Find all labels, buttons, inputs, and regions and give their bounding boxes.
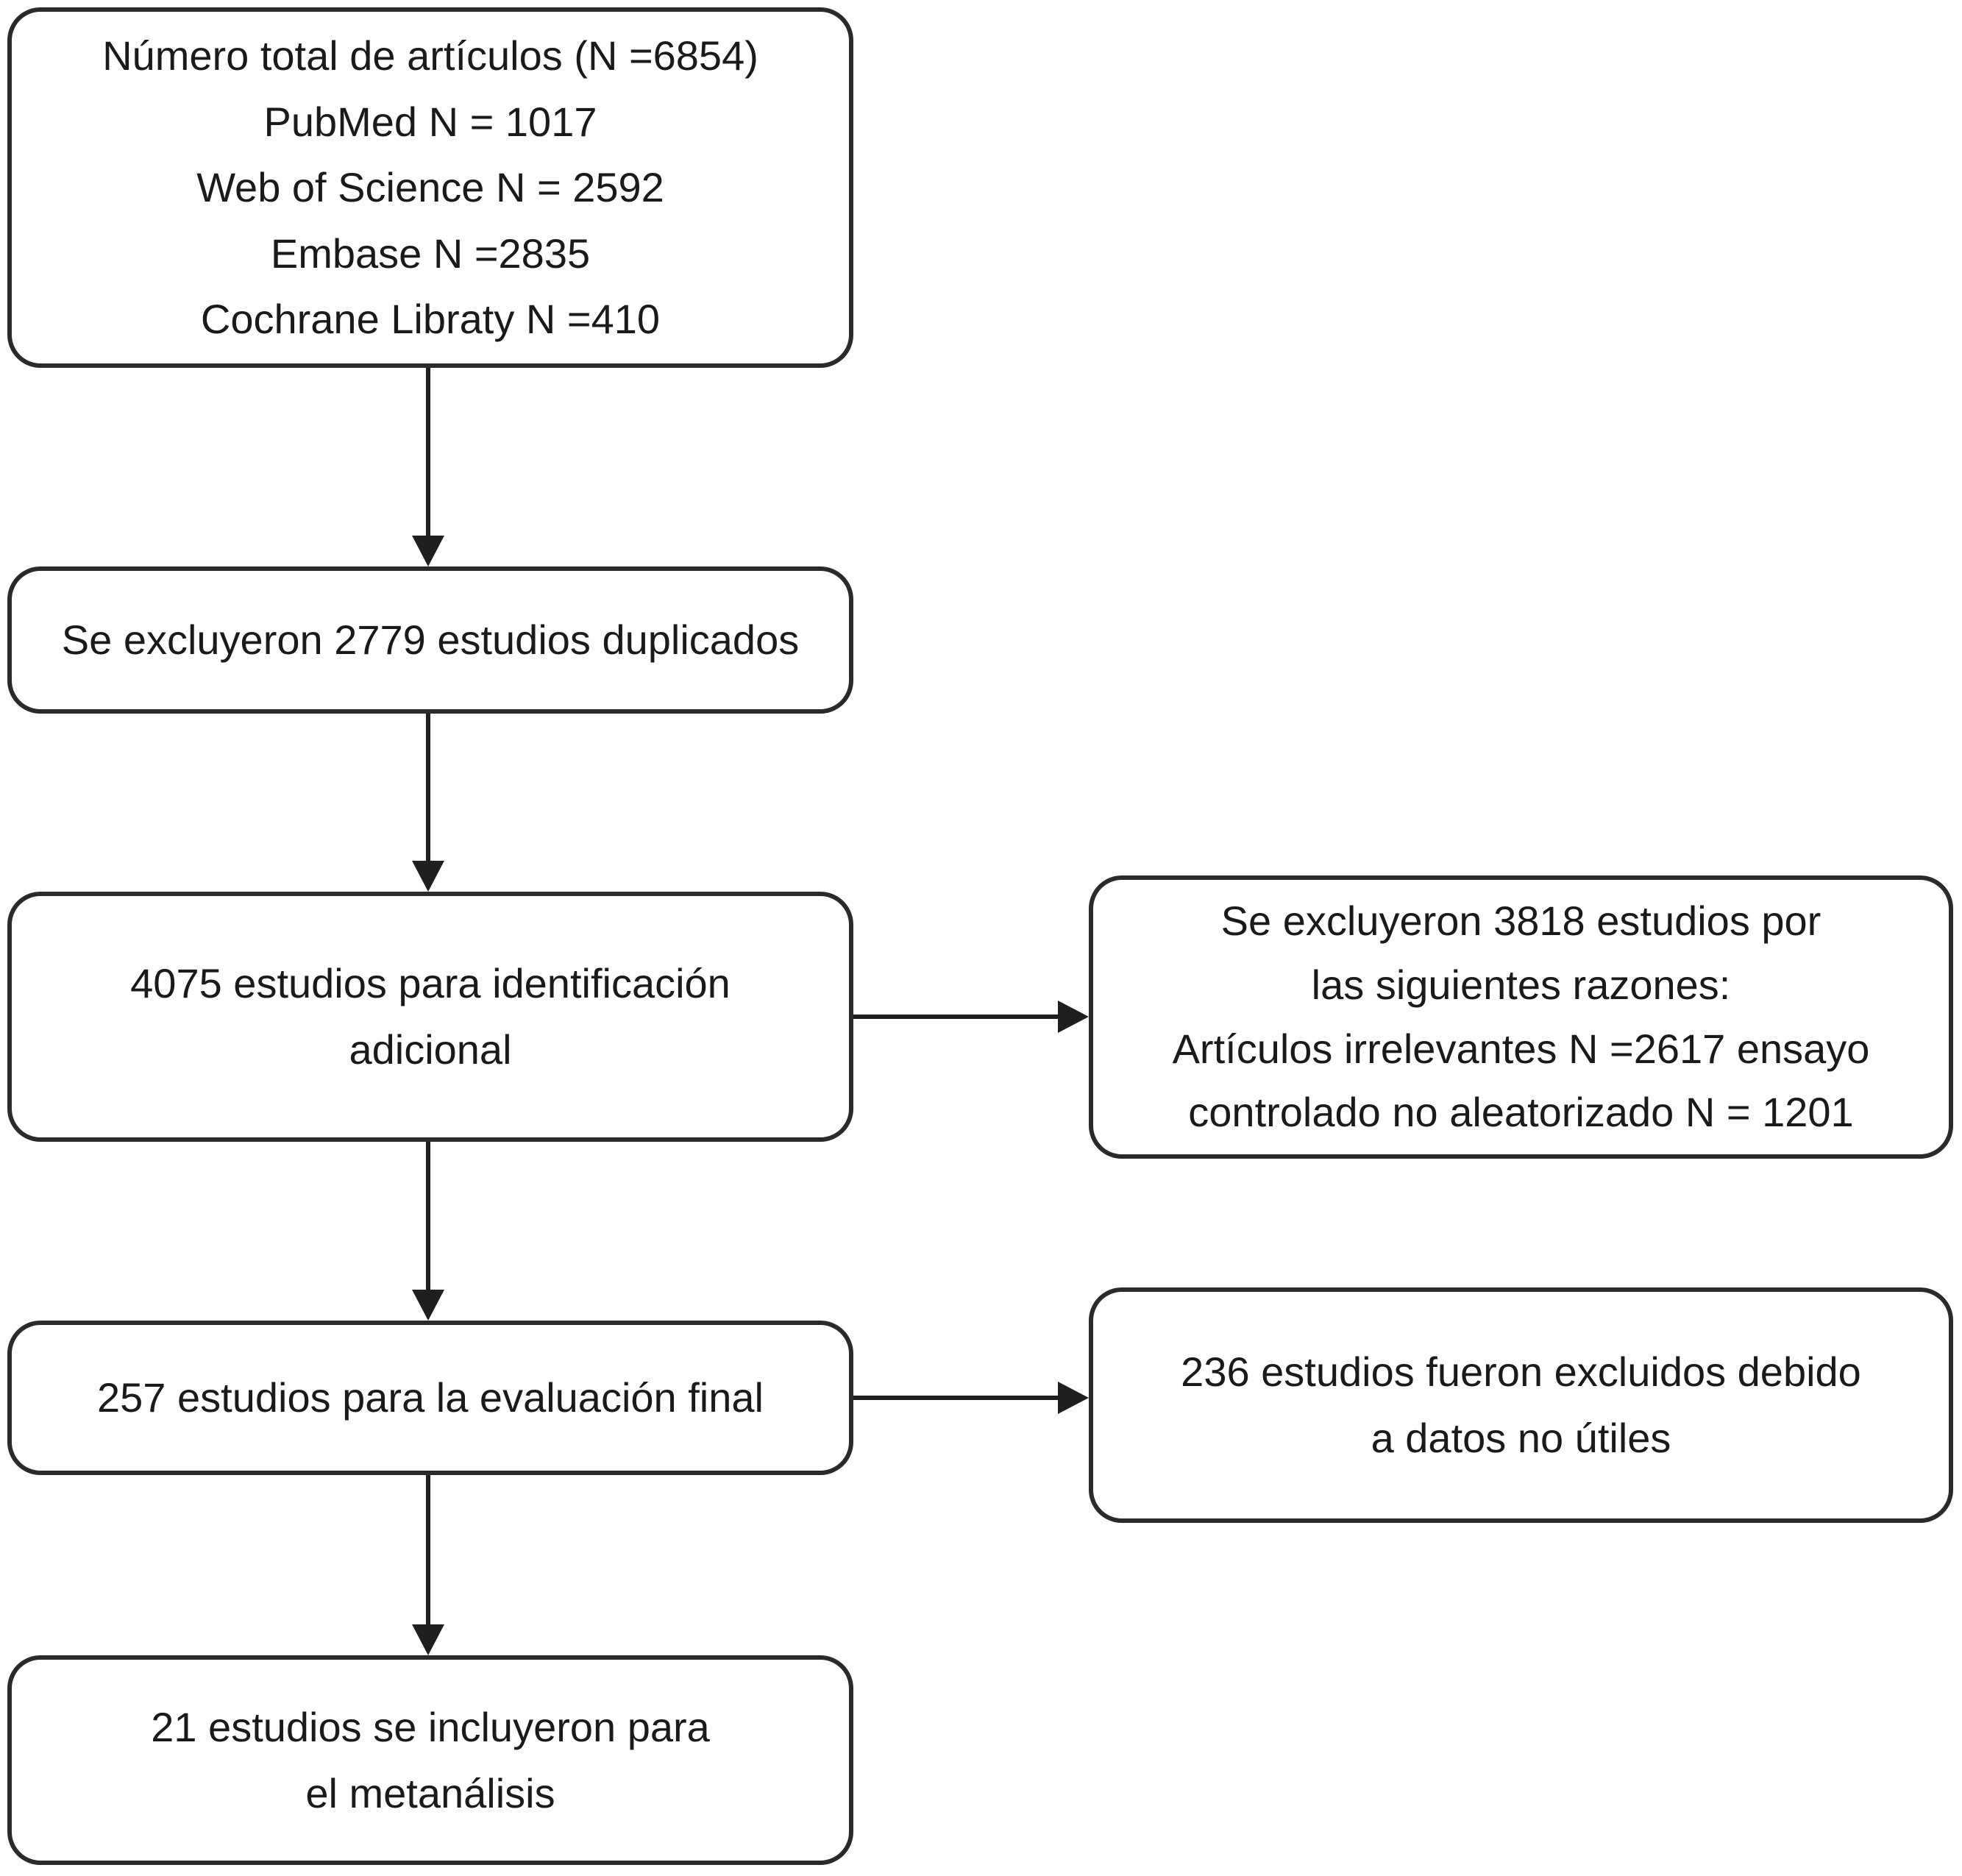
arrow-identification-to-excluded xyxy=(853,1001,1089,1033)
arrow-duplicates-to-identification xyxy=(412,714,444,892)
box-total-articles-text: Número total de artículos (N =6854) PubM… xyxy=(102,32,758,343)
box-total-articles: Número total de artículos (N =6854) PubM… xyxy=(7,7,853,368)
box-identification-text: 4075 estudios para identificación adicio… xyxy=(130,960,731,1073)
box-excluded-reasons-text: Se excluyeron 3818 estudios por las sigu… xyxy=(1172,897,1870,1136)
box-final-evaluation: 257 estudios para la evaluación final xyxy=(7,1321,853,1475)
box-duplicates-excluded-text: Se excluyeron 2779 estudios duplicados xyxy=(61,617,800,664)
box-excluded-no-useful-data-text: 236 estudios fueron excluidos debido a d… xyxy=(1181,1349,1861,1461)
box-final-evaluation-text: 257 estudios para la evaluación final xyxy=(97,1374,764,1421)
arrow-final-to-meta xyxy=(412,1475,444,1655)
arrow-identification-to-final xyxy=(412,1142,444,1321)
box-duplicates-excluded: Se excluyeron 2779 estudios duplicados xyxy=(7,566,853,714)
box-excluded-reasons: Se excluyeron 3818 estudios por las sigu… xyxy=(1089,875,1953,1159)
arrow-total-to-duplicates xyxy=(412,368,444,566)
box-excluded-no-useful-data: 236 estudios fueron excluidos debido a d… xyxy=(1089,1287,1953,1523)
box-meta-analysis-text: 21 estudios se incluyeron para el metaná… xyxy=(151,1703,710,1816)
arrow-final-to-excluded-236 xyxy=(853,1382,1089,1414)
box-identification: 4075 estudios para identificación adicio… xyxy=(7,892,853,1142)
box-meta-analysis: 21 estudios se incluyeron para el metaná… xyxy=(7,1655,853,1865)
